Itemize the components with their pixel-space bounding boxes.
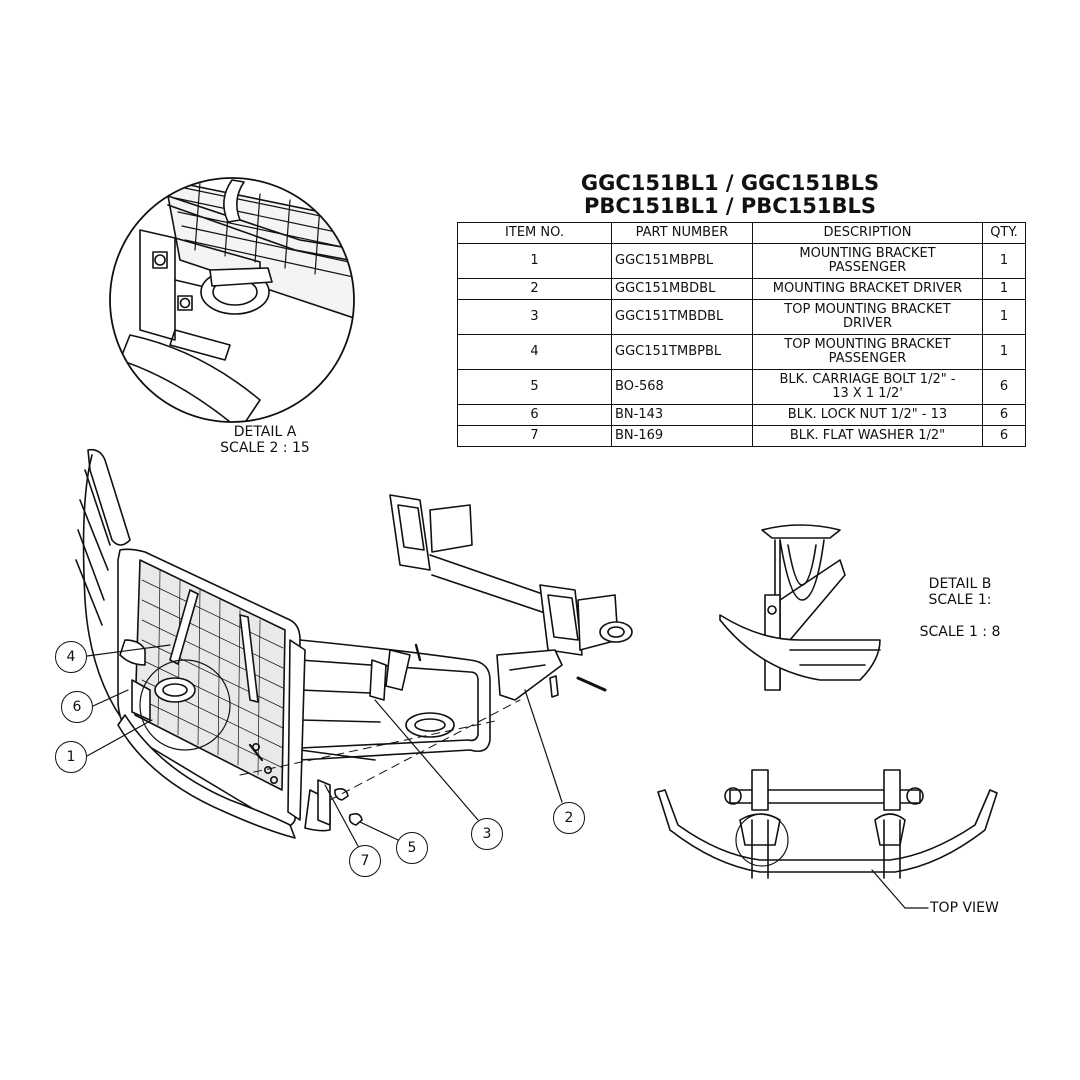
mounting-bracket-frame (239, 494, 633, 826)
balloon-item-2: 2 (553, 802, 585, 834)
bom-header-part-number: PART NUMBER (611, 222, 753, 244)
bom-cell-qty: 1 (982, 243, 1026, 279)
drawing-title-line-2: PBC151BL1 / PBC151BLS (583, 194, 877, 218)
detail-a-scale: SCALE 2 : 15 (220, 440, 310, 456)
balloon-item-1: 1 (55, 741, 87, 773)
bom-cell-qty: 6 (982, 425, 1026, 447)
bom-cell-part-number: BN-169 (611, 425, 753, 447)
top-view (657, 769, 998, 909)
balloon-item-4: 4 (55, 641, 87, 673)
bom-cell-description: MOUNTING BRACKET DRIVER (752, 278, 983, 300)
detail-a-title: DETAIL A (233, 424, 297, 440)
detail-b-scale: SCALE 1: (928, 592, 992, 608)
balloon-leaders (86, 644, 563, 847)
bom-cell-description: TOP MOUNTING BRACKET PASSENGER (752, 334, 983, 370)
bom-cell-part-number: BO-568 (611, 369, 753, 405)
detail-a-label: DETAIL A SCALE 2 : 15 (195, 424, 335, 456)
bom-cell-part-number: GGC151MBPBL (611, 243, 753, 279)
bom-cell-item: 4 (457, 334, 612, 370)
balloon-item-3: 3 (471, 818, 503, 850)
bom-cell-qty: 1 (982, 299, 1026, 335)
bom-cell-part-number: GGC151TMBDBL (611, 299, 753, 335)
bom-cell-qty: 1 (982, 334, 1026, 370)
grille-guard-assembly (75, 448, 491, 839)
drawing-title-line-1: GGC151BL1 / GGC151BLS (580, 171, 880, 195)
bom-cell-description: TOP MOUNTING BRACKET DRIVER (752, 299, 983, 335)
detail-b-scale-2: SCALE 1 : 8 (919, 624, 1001, 640)
balloon-item-5: 5 (396, 832, 428, 864)
bom-cell-item: 3 (457, 299, 612, 335)
detail-b-label: DETAIL B SCALE 1: (900, 576, 1020, 608)
bom-cell-description: BLK. CARRIAGE BOLT 1/2" - 13 X 1 1/2' (752, 369, 983, 405)
bom-cell-description: BLK. FLAT WASHER 1/2" (752, 425, 983, 447)
balloon-item-7: 7 (349, 845, 381, 877)
detail-b-view (719, 524, 881, 691)
detail-b-title: DETAIL B (928, 576, 992, 592)
balloon-item-6: 6 (61, 691, 93, 723)
top-view-label: TOP VIEW (930, 900, 999, 916)
bom-cell-qty: 6 (982, 369, 1026, 405)
detail-a-view (109, 177, 355, 423)
